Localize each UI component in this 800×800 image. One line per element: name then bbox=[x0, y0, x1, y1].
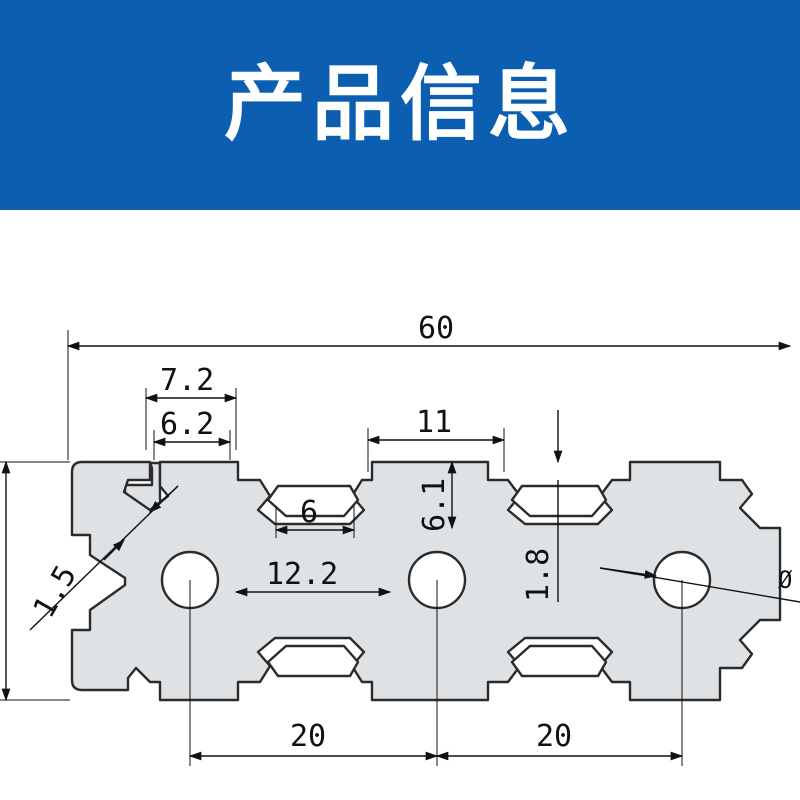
dim-center-6: 6 bbox=[300, 495, 318, 530]
dim-pitch-left: 20 bbox=[290, 719, 326, 754]
dim-pitch-right: 20 bbox=[536, 719, 572, 754]
cavity-left-bottom bbox=[266, 644, 360, 678]
page-title: 产品信息 bbox=[223, 57, 576, 152]
dim-diameter: Ø bbox=[778, 566, 793, 594]
dimension-lines bbox=[0, 330, 800, 766]
dim-slot-11: 11 bbox=[416, 405, 452, 440]
cavity-right bbox=[510, 484, 608, 518]
dimension-labels: 60 7.2 6.2 11 6 6.1 1.8 12.2 1.5 20 20 Ø bbox=[27, 311, 793, 754]
dim-wall-1-8: 1.8 bbox=[521, 548, 556, 602]
aluminium-profile bbox=[70, 460, 782, 702]
dim-overall-width: 60 bbox=[418, 311, 454, 346]
cavity-left bbox=[266, 484, 360, 518]
dim-slot-outer: 7.2 bbox=[160, 363, 214, 398]
dim-web-1-5: 1.5 bbox=[27, 560, 84, 624]
dim-gap-12-2: 12.2 bbox=[266, 557, 338, 592]
header-banner: 产品信息 bbox=[0, 0, 800, 210]
dim-depth-6-1: 6.1 bbox=[417, 478, 452, 532]
cavity-right-bottom bbox=[510, 644, 608, 678]
dim-slot-inner: 6.2 bbox=[160, 407, 214, 442]
profile-drawing: 60 7.2 6.2 11 6 6.1 1.8 12.2 1.5 20 20 Ø bbox=[0, 311, 800, 766]
